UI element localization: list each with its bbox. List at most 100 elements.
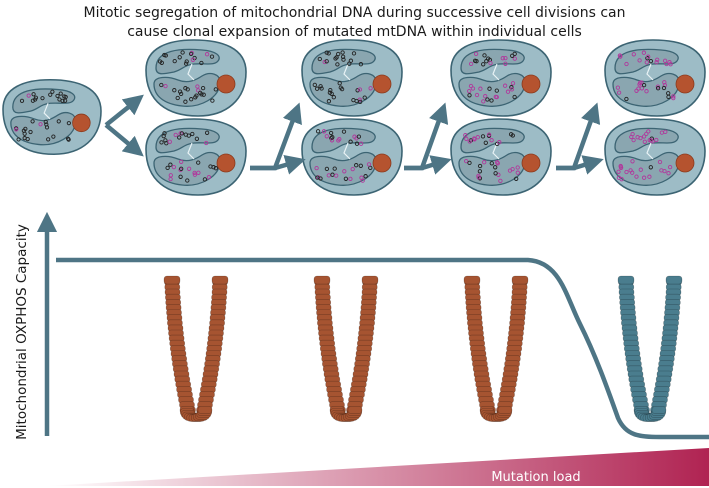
mutant-mtdna <box>637 58 642 63</box>
mitochondrion-lower <box>458 151 526 186</box>
mutant-mtdna <box>486 132 492 137</box>
mutant-mtdna <box>616 90 622 95</box>
wildtype-mtdna <box>188 51 194 57</box>
wildtype-mtdna <box>661 85 667 91</box>
wildtype-mtdna <box>340 54 346 59</box>
mutant-mtdna <box>348 176 353 182</box>
wildtype-mtdna <box>494 88 499 93</box>
mutant-mtdna <box>624 61 629 67</box>
wildtype-mtdna <box>358 163 363 168</box>
division-arrows <box>104 94 604 175</box>
wildtype-mtdna <box>328 130 334 136</box>
wildtype-mtdna <box>28 129 33 135</box>
wildtype-mtdna <box>168 162 173 167</box>
fiber-left-arm <box>464 278 496 414</box>
fiber-loop-segment <box>197 406 213 414</box>
cell <box>604 39 706 117</box>
wildtype-mtdna <box>50 89 55 94</box>
wildtype-mtdna <box>319 86 324 91</box>
wildtype-mtdna <box>19 98 25 103</box>
wildtype-mtdna <box>363 174 368 179</box>
mutant-mtdna <box>38 122 43 127</box>
wildtype-mtdna <box>324 166 330 172</box>
mutant-mtdna <box>470 86 476 91</box>
wildtype-mtdna <box>337 81 342 86</box>
mutant-mtdna <box>647 174 652 179</box>
wildtype-mtdna <box>324 59 329 64</box>
mutant-mtdna <box>638 135 643 141</box>
wildtype-mtdna <box>487 86 492 91</box>
mutant-mtdna <box>615 85 621 90</box>
muscle-fiber-normal <box>463 275 529 422</box>
wildtype-mtdna <box>46 137 51 142</box>
wildtype-mtdna <box>326 99 332 104</box>
mutant-mtdna <box>168 176 173 182</box>
wildtype-mtdna <box>213 166 219 171</box>
fiber-loop-segment <box>651 406 667 414</box>
wildtype-mtdna <box>655 86 661 91</box>
nucleus <box>675 153 695 173</box>
mutant-mtdna <box>467 88 472 94</box>
wildtype-mtdna <box>480 134 486 139</box>
mutant-mtdna <box>173 132 178 138</box>
wildtype-mtdna <box>186 133 191 138</box>
wildtype-mtdna <box>348 139 353 144</box>
mutant-mtdna <box>204 52 210 57</box>
wildtype-mtdna <box>163 138 168 143</box>
mutant-mtdna <box>657 159 663 165</box>
wildtype-mtdna <box>56 119 61 124</box>
mutant-mtdna <box>512 56 517 61</box>
mutant-mtdna <box>488 60 493 66</box>
mutant-mtdna <box>467 139 472 144</box>
mutant-mtdna <box>509 87 515 92</box>
fiber-end <box>617 275 635 285</box>
mutant-mtdna <box>671 95 676 101</box>
wildtype-mtdna <box>477 169 483 174</box>
fiber-right-arm <box>346 278 378 414</box>
nucleus <box>521 153 541 173</box>
cell <box>450 118 552 196</box>
nucleus <box>372 74 392 94</box>
wildtype-mtdna <box>340 50 345 55</box>
mutant-mtdna <box>352 134 357 139</box>
mutant-mtdna <box>478 86 483 91</box>
title-line-1: Mitotic segregation of mitochondrial DNA… <box>83 5 626 21</box>
fiber-left-arm <box>164 278 196 414</box>
division-arrow <box>404 102 449 171</box>
wildtype-mtdna <box>335 62 340 67</box>
mutant-mtdna <box>503 61 508 66</box>
wildtype-mtdna <box>189 97 194 102</box>
wildtype-mtdna <box>213 87 218 92</box>
mutation-load-gradient <box>46 448 709 486</box>
wildtype-mtdna <box>178 174 183 179</box>
mutant-mtdna <box>464 136 469 142</box>
mutant-mtdna <box>167 139 172 144</box>
wildtype-mtdna <box>485 97 490 102</box>
nucleus <box>216 153 236 173</box>
mitochondrion-upper <box>155 127 220 154</box>
division-arrow <box>104 94 144 127</box>
wildtype-mtdna <box>179 166 184 171</box>
wildtype-mtdna <box>55 93 60 99</box>
wildtype-mtdna <box>202 177 208 182</box>
wildtype-mtdna <box>334 55 339 60</box>
wildtype-mtdna <box>204 130 210 135</box>
wildtype-mtdna <box>48 92 53 97</box>
wildtype-mtdna <box>341 57 346 62</box>
wildtype-mtdna <box>30 98 35 103</box>
wildtype-mtdna <box>481 62 486 67</box>
wildtype-mtdna <box>489 161 494 166</box>
mutant-mtdna <box>630 131 635 137</box>
wildtype-mtdna <box>183 99 188 104</box>
mutant-mtdna <box>641 175 647 180</box>
mutant-mtdna <box>662 58 668 63</box>
mutant-mtdna <box>503 55 508 61</box>
mutant-mtdna <box>190 57 196 62</box>
wildtype-mtdna <box>159 82 164 88</box>
wildtype-mtdna <box>348 58 354 63</box>
mutant-mtdna <box>489 138 494 143</box>
mutant-mtdna <box>336 138 341 143</box>
fiber-end <box>361 275 379 285</box>
wildtype-mtdna <box>477 163 483 169</box>
